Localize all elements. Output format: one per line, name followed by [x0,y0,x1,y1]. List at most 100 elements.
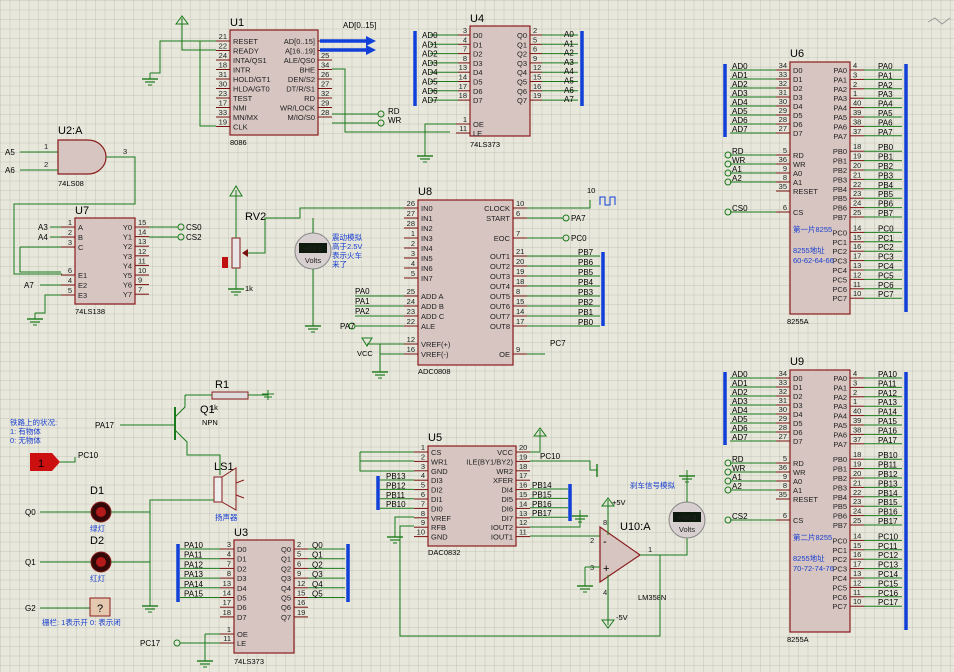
u10-vpos: +5V [612,498,626,507]
pin-name: XFER [493,476,514,485]
pin-name: Q4 [517,68,527,77]
pin-name: PC5 [832,583,847,592]
u7-in-a7: A7 [24,281,34,290]
pin-name: PC2 [832,555,847,564]
u6-in-AD1: AD1 [732,71,748,80]
pin-number: 15 [519,490,527,499]
u9-part: 8255A [787,635,809,644]
pin-name: PC0 [832,228,847,237]
u7-74ls138-body [74,217,136,305]
pin-number: 5 [68,286,72,295]
pin-name: Q3 [281,574,291,583]
u10-vneg: -5V [616,613,628,622]
pin-name: IN1 [421,214,433,223]
u6-out-PB7: PB7 [878,209,894,218]
power-arrow [175,15,189,25]
u9-out-PB12: PB12 [878,470,898,479]
u8-out-PA7: PA7 [571,214,586,223]
u7-part: 74LS138 [75,307,105,316]
u8-out-PB2: PB2 [578,298,594,307]
pin-number: 10 [853,289,861,298]
pin-name: IOUT2 [491,523,513,532]
pin-name: CS [793,516,803,525]
pin-name: PB6 [833,204,847,213]
pin-name: Y5 [123,271,132,280]
u6-out-PA4: PA4 [878,100,893,109]
u10-pin4: 4 [603,588,607,597]
pin-name: PC3 [832,257,847,266]
led-d1-lens [96,507,106,517]
pin-name: OUT5 [490,292,510,301]
pin-name: DI0 [431,504,443,513]
pin-name: OUT6 [490,302,510,311]
pin-number: 12 [407,335,415,344]
pin-name: D7 [473,96,483,105]
pin-number: 4 [227,550,231,559]
pin-name: ADD B [421,302,444,311]
u9-out-PC15: PC15 [878,579,899,588]
pin-number: 2 [853,80,857,89]
q1-input: PA17 [95,421,115,430]
pin-number: 1 [411,229,415,238]
pin-name: M/IO/S0 [287,113,315,122]
q1-emitter [174,429,221,475]
pin-name: HOLD/GT1 [233,75,271,84]
pin-number: 8 [421,509,425,518]
u8-out-PC7: PC7 [550,339,566,348]
pin-name: EOC [494,234,511,243]
pin-number: 35 [779,182,787,191]
rfb-wire [399,525,610,637]
u4-in-AD3: AD3 [422,59,438,68]
pin-name: PB5 [833,502,847,511]
pin-number: 14 [138,228,146,237]
pin-name: D0 [237,545,247,554]
pin-number: 3 [227,540,231,549]
u6-out-PB1: PB1 [878,153,894,162]
pin-name: OE [499,350,510,359]
u6-part: 8255A [787,317,809,326]
u2-pin3: 3 [123,147,127,156]
pin-name: PC4 [832,266,847,275]
pin-name: D1 [793,75,803,84]
pin-number: 28 [407,219,415,228]
pin-number: 19 [533,91,541,100]
u3-out-Q0: Q0 [312,541,323,550]
u6-in-AD5: AD5 [732,107,748,116]
pin-name: PB0 [833,147,847,156]
voltmeter-1-note-line: 表示火车 [332,250,362,260]
pin-name: IOUT1 [491,533,513,542]
u6-in-AD3: AD3 [732,89,748,98]
u9-out-PC16: PC16 [878,589,899,598]
pin-name: Q2 [517,50,527,59]
pin-name: PB2 [833,474,847,483]
pin-name: RESET [793,187,818,196]
pin-number: 9 [783,164,787,173]
net-term [724,178,732,186]
pin-name: A [78,223,83,232]
net-term [724,169,732,177]
u6-in-AD6: AD6 [732,116,748,125]
control-wire [199,41,216,127]
pin-name: BHE [300,66,315,75]
pin-number: 17 [219,99,227,108]
u6-out-PC1: PC1 [878,234,894,243]
u2-in-a5: A5 [5,148,15,157]
status-note-line: 铁路上的状况: [10,417,57,427]
u9-out-PC11: PC11 [878,542,898,551]
pin-name: IN4 [421,244,433,253]
speaker-wave [235,494,245,499]
pin-number: 5 [297,550,301,559]
pin-name: OE [473,120,484,129]
pin-name: DI5 [501,495,513,504]
pin-number: 2 [421,452,425,461]
voltmeter-1-value: +88.8 [304,244,323,253]
u3-out-Q1: Q1 [312,551,323,560]
pin-number: 32 [321,89,329,98]
u6-in-AD4: AD4 [732,98,748,107]
pin-name: VCC [497,448,513,457]
u5-part: DAC0832 [428,548,461,557]
g2-probe [89,597,111,617]
net-term [724,516,732,524]
pin-name: OUT1 [490,252,510,261]
pin-name: Q0 [517,31,527,40]
